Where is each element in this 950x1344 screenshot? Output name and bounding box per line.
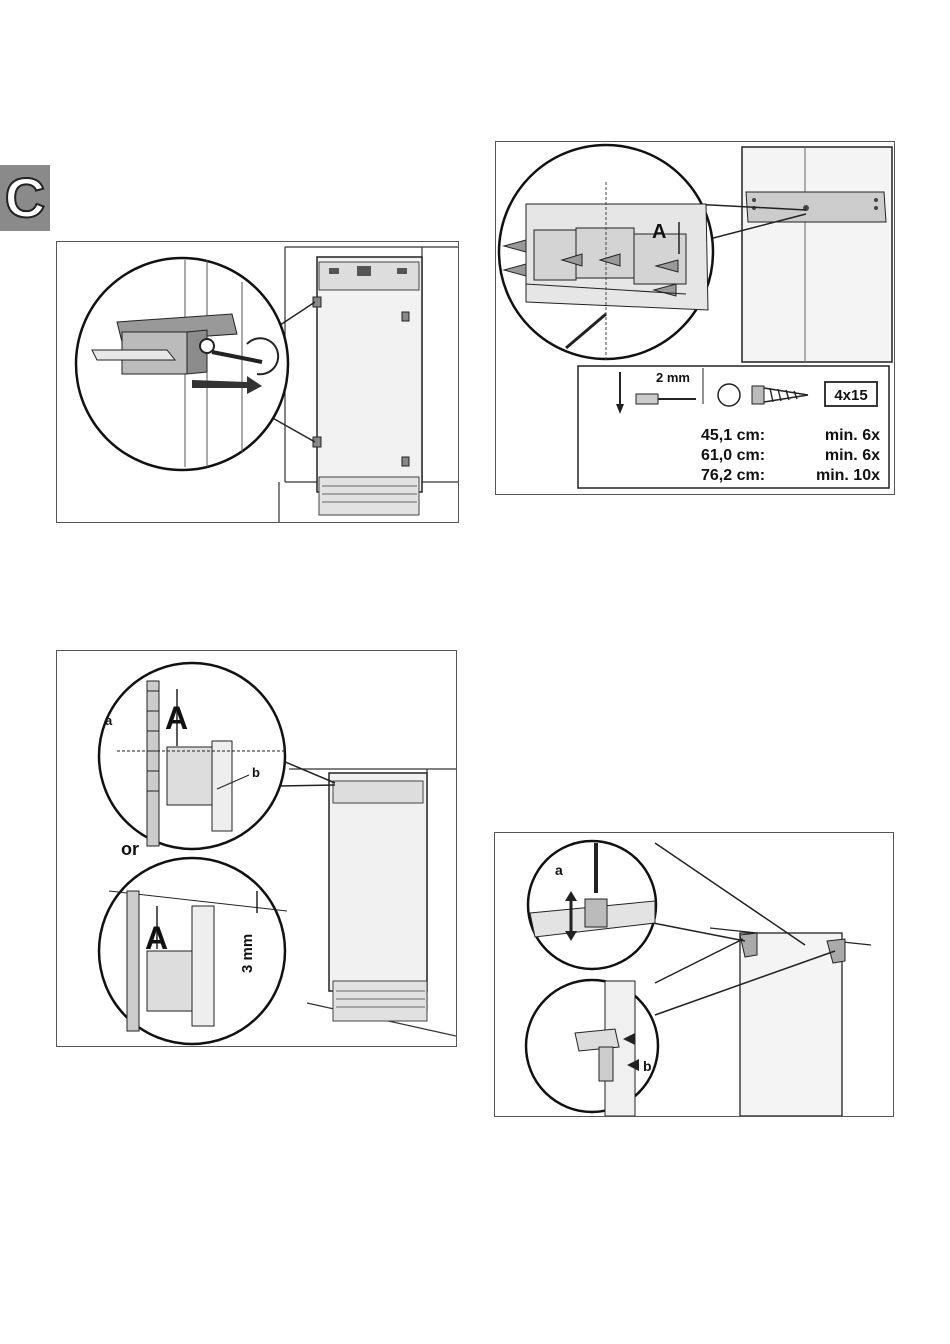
- screw-count-3: min. 10x: [816, 467, 880, 484]
- screw-width-3: 76,2 cm:: [701, 467, 765, 484]
- dimension-label-a-bottom: A: [145, 920, 168, 956]
- section-tab: C: [0, 165, 50, 231]
- handle-clips-illustration: a b: [495, 833, 893, 1116]
- callout-b: b: [252, 765, 260, 780]
- figure-door-alignment: A a b or A 3 mm: [56, 650, 457, 1047]
- screw-width-2: 61,0 cm:: [701, 447, 765, 464]
- callout-a: a: [555, 862, 563, 878]
- callout-a: a: [105, 713, 113, 728]
- dimension-label-a: A: [652, 221, 666, 243]
- section-letter: C: [2, 169, 48, 227]
- screw-count-2: min. 6x: [825, 447, 880, 464]
- gap-label: 3 mm: [239, 934, 256, 973]
- alternative-word: or: [121, 839, 139, 859]
- screw-count-1: min. 6x: [825, 427, 880, 444]
- callout-b: b: [643, 1058, 652, 1074]
- screw-size: 4x15: [834, 387, 867, 404]
- drill-diameter: 2 mm: [656, 370, 690, 385]
- figure-bracket-mounting: A 2 mm 4x15 45,1 cm: min. 6x 61,0 cm: mi…: [495, 141, 895, 495]
- dimension-label-a-top: A: [165, 700, 188, 736]
- door-alignment-illustration: A a b or A 3 mm: [57, 651, 456, 1046]
- remove-covers-illustration: [57, 242, 458, 522]
- screw-width-1: 45,1 cm:: [701, 427, 765, 444]
- bracket-mounting-illustration: A 2 mm 4x15 45,1 cm: min. 6x 61,0 cm: mi…: [496, 142, 894, 494]
- figure-remove-covers: [56, 241, 459, 523]
- figure-handle-clips: a b: [494, 832, 894, 1117]
